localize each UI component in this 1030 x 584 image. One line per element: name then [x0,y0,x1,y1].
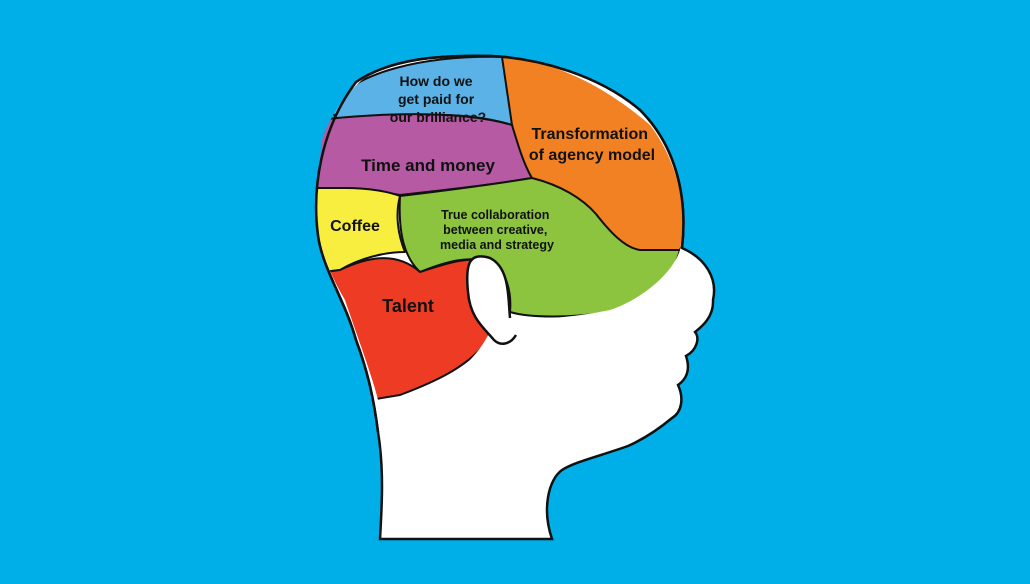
label-transformation-line: of agency model [529,147,655,164]
label-paid-line: How do we [399,73,472,89]
label-collab-line: media and strategy [440,238,554,252]
label-collab: True collaboration between creative, med… [440,208,554,252]
label-time-line: Time and money [361,156,495,175]
label-coffee: Coffee [330,218,380,235]
brain-regions [316,55,683,401]
label-paid: How do we get paid for our brilliance? [390,73,486,125]
label-time: Time and money [361,156,495,175]
ear [466,255,518,345]
label-coffee-line: Coffee [330,218,380,235]
label-talent-line: Talent [382,296,434,316]
label-talent: Talent [382,296,434,316]
label-transformation: Transformation of agency model [529,126,655,164]
label-collab-line: True collaboration [441,208,549,222]
label-collab-line: between creative, [443,223,547,237]
label-transformation-line: Transformation [532,126,648,143]
label-paid-line: our brilliance? [390,109,486,125]
label-paid-line: get paid for [398,91,475,107]
region-coffee [316,187,406,276]
cranium-outline [315,54,685,433]
